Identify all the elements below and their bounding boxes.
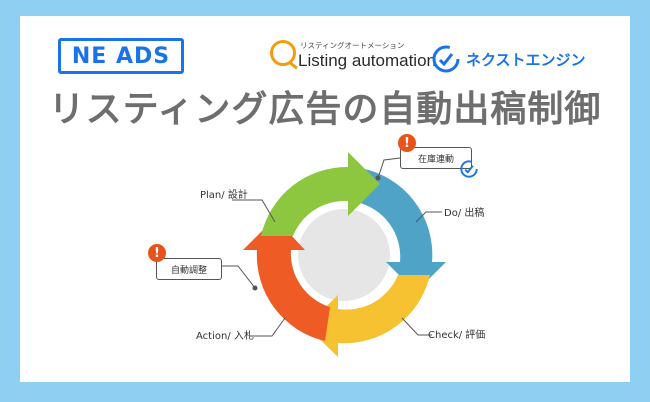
nextengine-text: ネクストエンジン <box>466 50 586 69</box>
action-leader <box>250 317 286 337</box>
stock-sync-callout: 在庫連動 <box>400 147 472 169</box>
plan-leader <box>232 199 276 223</box>
auto-dot <box>252 285 258 291</box>
listing-logo-subtitle: リスティングオートメーション <box>300 41 405 50</box>
plan-label: Plan/ 設計 <box>200 190 248 201</box>
stock-alert-icon: ! <box>398 134 416 152</box>
listing-q-icon <box>270 40 296 66</box>
auto-adjust-callout: 自動調整 <box>156 258 222 280</box>
do-label: Do/ 出稿 <box>444 208 485 219</box>
do-leader <box>415 211 442 223</box>
check-leader <box>401 317 432 336</box>
cycle-center <box>298 209 390 301</box>
leader-lines <box>218 157 442 337</box>
stock-dot <box>375 175 381 181</box>
auto-alert-icon: ! <box>148 244 166 262</box>
nextengine-icon <box>432 45 460 73</box>
stock-sync-text: 在庫連動 <box>417 154 454 165</box>
stock-check-icon <box>460 160 478 178</box>
action-label: Action/ 入札 <box>196 331 254 342</box>
plan-segment <box>261 152 380 236</box>
action-segment <box>243 218 330 341</box>
listing-logo-title: Listing automation <box>298 51 436 70</box>
nextengine-logo: ネクストエンジン <box>432 44 586 74</box>
listing-automation-logo: リスティングオートメーション Listing automation <box>270 36 436 78</box>
do-segment <box>356 168 446 292</box>
stock-leader <box>377 157 401 179</box>
page-headline: リスティング広告の自動出稿制御 <box>48 89 602 130</box>
auto-adjust-text: 自動調整 <box>170 265 207 276</box>
auto-leader <box>218 265 256 289</box>
check-label: Check/ 評価 <box>428 330 486 341</box>
check-segment <box>306 275 430 357</box>
ne-ads-badge: NE ADS <box>58 38 184 74</box>
